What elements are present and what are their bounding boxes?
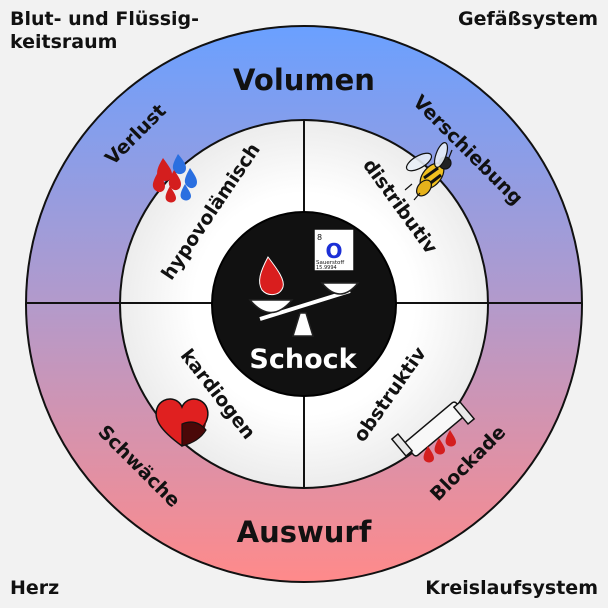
element-symbol: O bbox=[325, 239, 342, 263]
blood-drop-icon bbox=[259, 256, 284, 295]
corner-label-vascular-system: Gefäßsystem bbox=[457, 8, 598, 30]
corner-label-fluid-space-line1: Blut- und Flüssig- bbox=[10, 8, 200, 30]
ring-label-volume: Volumen bbox=[233, 63, 375, 97]
element-mass: 15.9994 bbox=[316, 265, 337, 271]
blood-drops-icon bbox=[152, 154, 197, 203]
wasp-icon bbox=[404, 142, 453, 201]
element-number: 8 bbox=[317, 233, 322, 242]
corner-label-heart: Herz bbox=[10, 577, 60, 599]
corner-label-fluid-space: Blut- und Flüssig- keitsraum bbox=[10, 8, 199, 54]
corner-label-fluid-space-line2: keitsraum bbox=[10, 31, 118, 53]
heart-icon bbox=[155, 398, 209, 447]
oxygen-element-tile: 8 O Sauerstoff 15.9994 bbox=[313, 228, 355, 272]
ring-label-output: Auswurf bbox=[237, 515, 372, 549]
center-label-shock: Schock bbox=[249, 344, 357, 375]
element-name: Sauerstoff bbox=[316, 260, 344, 266]
blocked-tube-icon bbox=[390, 400, 476, 463]
corner-label-circulatory-system: Kreislaufsystem bbox=[425, 577, 598, 599]
balance-scale-icon bbox=[248, 282, 360, 337]
